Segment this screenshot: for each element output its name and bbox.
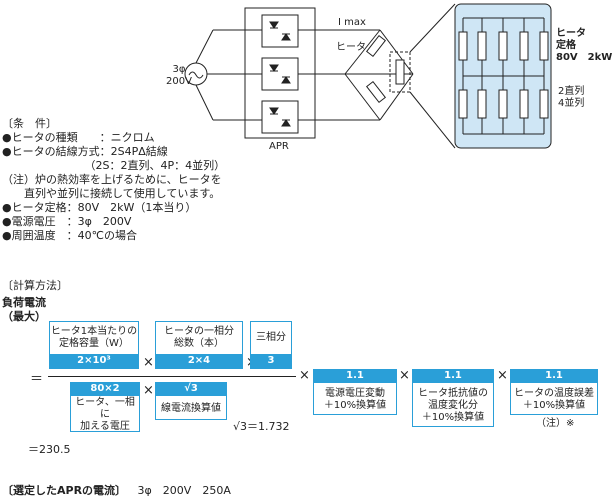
circuit-diagram: [184, 3, 552, 149]
apr-label: APR: [269, 141, 289, 152]
condition-item: 直列や並列に接続して使用しています。: [2, 187, 221, 200]
equals-sign: ＝: [30, 372, 44, 387]
calc-result: ＝230.5: [28, 443, 71, 456]
times-sign: ×: [299, 368, 310, 383]
condition-item: ●周囲温度 ：40℃の場合: [2, 229, 137, 242]
heater-label: ヒータ: [336, 42, 366, 53]
condition-item: （2S：2直列、4P：4並列）: [2, 159, 226, 172]
selected-apr-label: 〔選定したAPRの電流〕: [2, 484, 127, 497]
note-mark: （注）※: [536, 418, 575, 429]
voltage-value: 80×2: [70, 382, 140, 396]
source-label: 3φ 200V: [166, 64, 192, 87]
condition-item: ●電源電圧 ：3φ 200V: [2, 215, 132, 228]
conditions-header: 〔条 件〕: [2, 117, 57, 130]
capacity-value: 2×10³: [49, 354, 139, 368]
conditions-list: ●ヒータの種類 ：ニクロム ●ヒータの結線方式：2S4PΔ結線 （2S：2直列、…: [2, 131, 225, 243]
times-sign: ×: [143, 383, 154, 398]
imax-label: I max: [338, 17, 366, 28]
heater-spec-label: ヒータ 定格 80V 2kW: [556, 28, 612, 63]
phase-value: 3: [250, 354, 292, 368]
temperature-error-value: 1.1: [510, 369, 598, 383]
count-value: 2×4: [155, 354, 243, 368]
times-sign: ×: [143, 355, 154, 370]
voltage-fluctuation-value: 1.1: [313, 369, 397, 383]
condition-item: （注）炉の熱効率を上げるために、ヒータを: [2, 173, 222, 186]
selected-apr-value: 3φ 200V 250A: [137, 484, 231, 497]
condition-item: ●ヒータの結線方式：2S4PΔ結線: [2, 145, 168, 158]
condition-item: ●ヒータ定格：80V 2kW（1本当り）: [2, 201, 197, 214]
load-current-label: 負荷電流 （最大）: [2, 296, 46, 323]
selected-apr: 〔選定したAPRの電流〕 3φ 200V 250A: [2, 484, 231, 498]
apr-box: [244, 7, 316, 139]
heater-config-note: 2直列 4並列: [558, 86, 585, 109]
condition-item: ●ヒータの種類 ：ニクロム: [2, 131, 155, 144]
sqrt-value: √3: [155, 382, 227, 396]
sqrt-note: √3＝1.732: [233, 420, 290, 433]
resistance-change-value: 1.1: [412, 369, 494, 383]
calc-header: 〔計算方法〕: [2, 279, 68, 292]
times-sign: ×: [497, 368, 508, 383]
times-sign: ×: [399, 368, 410, 383]
fraction-bar: [48, 376, 296, 377]
